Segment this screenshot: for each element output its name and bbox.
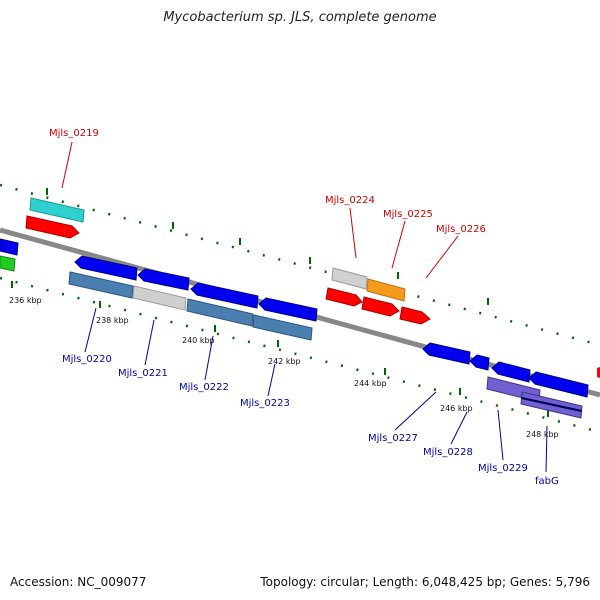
gene-labels-bottom: Mjls_0220 Mjls_0221 Mjls_0222 Mjls_0223 … (62, 354, 559, 487)
gene-Mjls_0224-grey[interactable] (331, 267, 368, 290)
kbp-label: 238 kbp (96, 316, 129, 325)
forward-genes[interactable] (25, 197, 431, 325)
gene-Mjls_0221[interactable] (137, 268, 190, 291)
kbp-label: 236 kbp (9, 296, 42, 305)
gene-Mjls_0225[interactable] (361, 296, 400, 317)
gene-Mjls_0219[interactable] (25, 215, 80, 239)
label-Mjls_0226[interactable]: Mjls_0226 (436, 224, 486, 235)
label-fabG[interactable]: fabG (535, 476, 559, 487)
label-Mjls_0223[interactable]: Mjls_0223 (240, 398, 290, 409)
gene-Mjls_0229[interactable] (491, 361, 531, 383)
gene-Mjls_0223-steel[interactable] (252, 314, 313, 341)
gene-Mjls_0224[interactable] (325, 287, 363, 307)
label-Mjls_0227[interactable]: Mjls_0227 (368, 433, 418, 444)
label-Mjls_0228[interactable]: Mjls_0228 (423, 447, 473, 458)
kbp-label: 242 kbp (268, 357, 301, 366)
gene-Mjls_0222-steel[interactable] (186, 298, 254, 327)
leader-lines-top (61, 141, 459, 279)
label-Mjls_0229[interactable]: Mjls_0229 (478, 463, 528, 474)
kbp-labels: 236 kbp 238 kbp 240 kbp 242 kbp 244 kbp … (9, 296, 559, 439)
gene-right-edge-red[interactable] (597, 367, 600, 378)
reverse-genes[interactable] (0, 238, 600, 419)
gene-Mjls_0228[interactable] (469, 354, 490, 371)
genome-stats-label: Topology: circular; Length: 6,048,425 bp… (260, 575, 590, 589)
gene-fabG[interactable] (528, 371, 589, 398)
accession-label: Accession: NC_009077 (10, 575, 147, 589)
label-Mjls_0221[interactable]: Mjls_0221 (118, 368, 168, 379)
gene-Mjls_0222[interactable] (190, 282, 259, 309)
gene-Mjls_0225-orange[interactable] (366, 278, 406, 302)
kbp-label: 240 kbp (182, 336, 215, 345)
label-Mjls_0224[interactable]: Mjls_0224 (325, 195, 375, 206)
gene-fabG-dark[interactable] (521, 397, 582, 412)
gene-Mjls_0227[interactable] (422, 342, 471, 365)
label-Mjls_0222[interactable]: Mjls_0222 (179, 382, 229, 393)
kbp-label: 244 kbp (354, 379, 387, 388)
label-Mjls_0225[interactable]: Mjls_0225 (383, 209, 433, 220)
gene-Mjls_0221-grey[interactable] (132, 285, 187, 311)
major-ticks (11, 188, 549, 417)
kbp-label: 248 kbp (526, 430, 559, 439)
gene-Mjls_0219-cyan[interactable] (29, 197, 85, 223)
gene-Mjls_0220[interactable] (74, 255, 138, 281)
map-title: Mycobacterium sp. JLS, complete genome (163, 10, 437, 25)
gene-Mjls_0226[interactable] (399, 306, 431, 325)
gene-left-blue[interactable] (0, 238, 19, 256)
label-Mjls_0219[interactable]: Mjls_0219 (49, 128, 99, 139)
gene-Mjls_0220-steel[interactable] (68, 271, 134, 299)
kbp-label: 246 kbp (440, 404, 473, 413)
gene-labels-top: Mjls_0219 Mjls_0224 Mjls_0225 Mjls_0226 (49, 128, 486, 235)
leader-lines-bottom (84, 307, 548, 473)
gene-Mjls_0223[interactable] (258, 297, 318, 322)
label-Mjls_0220[interactable]: Mjls_0220 (62, 354, 112, 365)
gene-left-green[interactable] (0, 255, 16, 272)
